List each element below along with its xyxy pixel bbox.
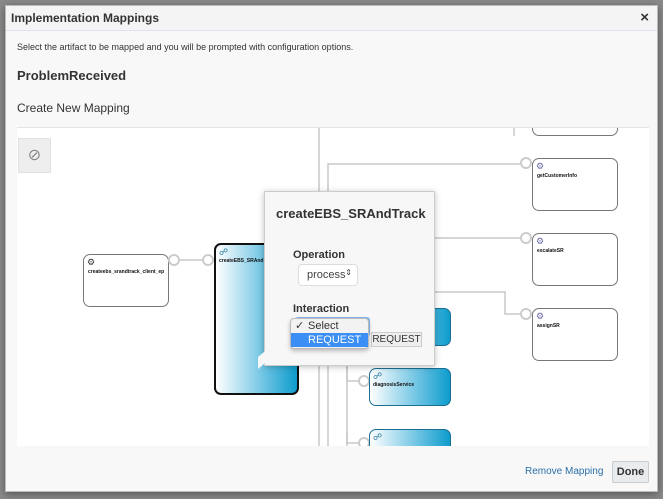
operation-value: process — [307, 269, 346, 281]
process-icon: ☍ — [219, 247, 229, 257]
dialog-header: Implementation Mappings × — [6, 6, 657, 31]
node-assignSR[interactable]: ⚙ assignSR — [532, 308, 618, 361]
reference-port[interactable] — [520, 308, 532, 320]
option-label: Select — [308, 320, 339, 332]
checkmark-icon: ✓ — [295, 320, 305, 332]
reference-port[interactable] — [520, 157, 532, 169]
node-escalateSR[interactable]: ⚙ escalateSR — [532, 233, 618, 286]
compass-icon[interactable]: ⊘ — [18, 138, 51, 173]
option-select[interactable]: ✓Select — [291, 319, 368, 333]
event-name: ProblemReceived — [17, 68, 127, 83]
node-bpel-bottom[interactable]: ☍ — [369, 429, 451, 446]
updown-arrows-icon: ⇕ — [345, 268, 352, 277]
gear-icon: ⚙ — [87, 257, 96, 267]
gear-icon: ⚙ — [536, 161, 545, 171]
close-icon[interactable]: × — [640, 9, 649, 26]
mapping-config-popup: createEBS_SRAndTrack Operation process⇕ … — [258, 191, 435, 370]
node-diagnosisService[interactable]: ☍ diagnosisService — [369, 368, 451, 406]
service-node-top[interactable] — [532, 128, 618, 136]
interaction-label: Interaction — [293, 303, 350, 315]
node-client-ep[interactable]: ⚙ createebs_srandtrack_client_ep — [83, 254, 169, 307]
option-label: REQUEST — [308, 334, 362, 346]
gear-icon: ⚙ — [536, 311, 545, 321]
done-button[interactable]: Done — [612, 461, 649, 483]
request-button[interactable]: REQUEST — [371, 332, 422, 347]
dialog-title: Implementation Mappings — [11, 11, 160, 25]
reference-port[interactable] — [520, 232, 532, 244]
operation-select[interactable]: process⇕ — [298, 264, 358, 286]
popup-title: createEBS_SRAndTrack — [276, 206, 426, 221]
reference-port[interactable] — [202, 254, 214, 266]
node-getCustomerInfo[interactable]: ⚙ getCustomerInfo — [532, 158, 618, 211]
process-icon: ☍ — [373, 432, 383, 442]
option-request[interactable]: REQUEST — [291, 333, 368, 347]
section-title: Create New Mapping — [17, 101, 130, 115]
interaction-dropdown: ✓Select REQUEST — [290, 318, 369, 349]
service-port[interactable] — [168, 254, 180, 266]
process-icon: ☍ — [373, 371, 383, 381]
remove-mapping-link[interactable]: Remove Mapping — [525, 466, 604, 477]
gear-icon: ⚙ — [536, 236, 545, 246]
instructions-text: Select the artifact to be mapped and you… — [17, 42, 354, 52]
operation-label: Operation — [293, 249, 345, 261]
